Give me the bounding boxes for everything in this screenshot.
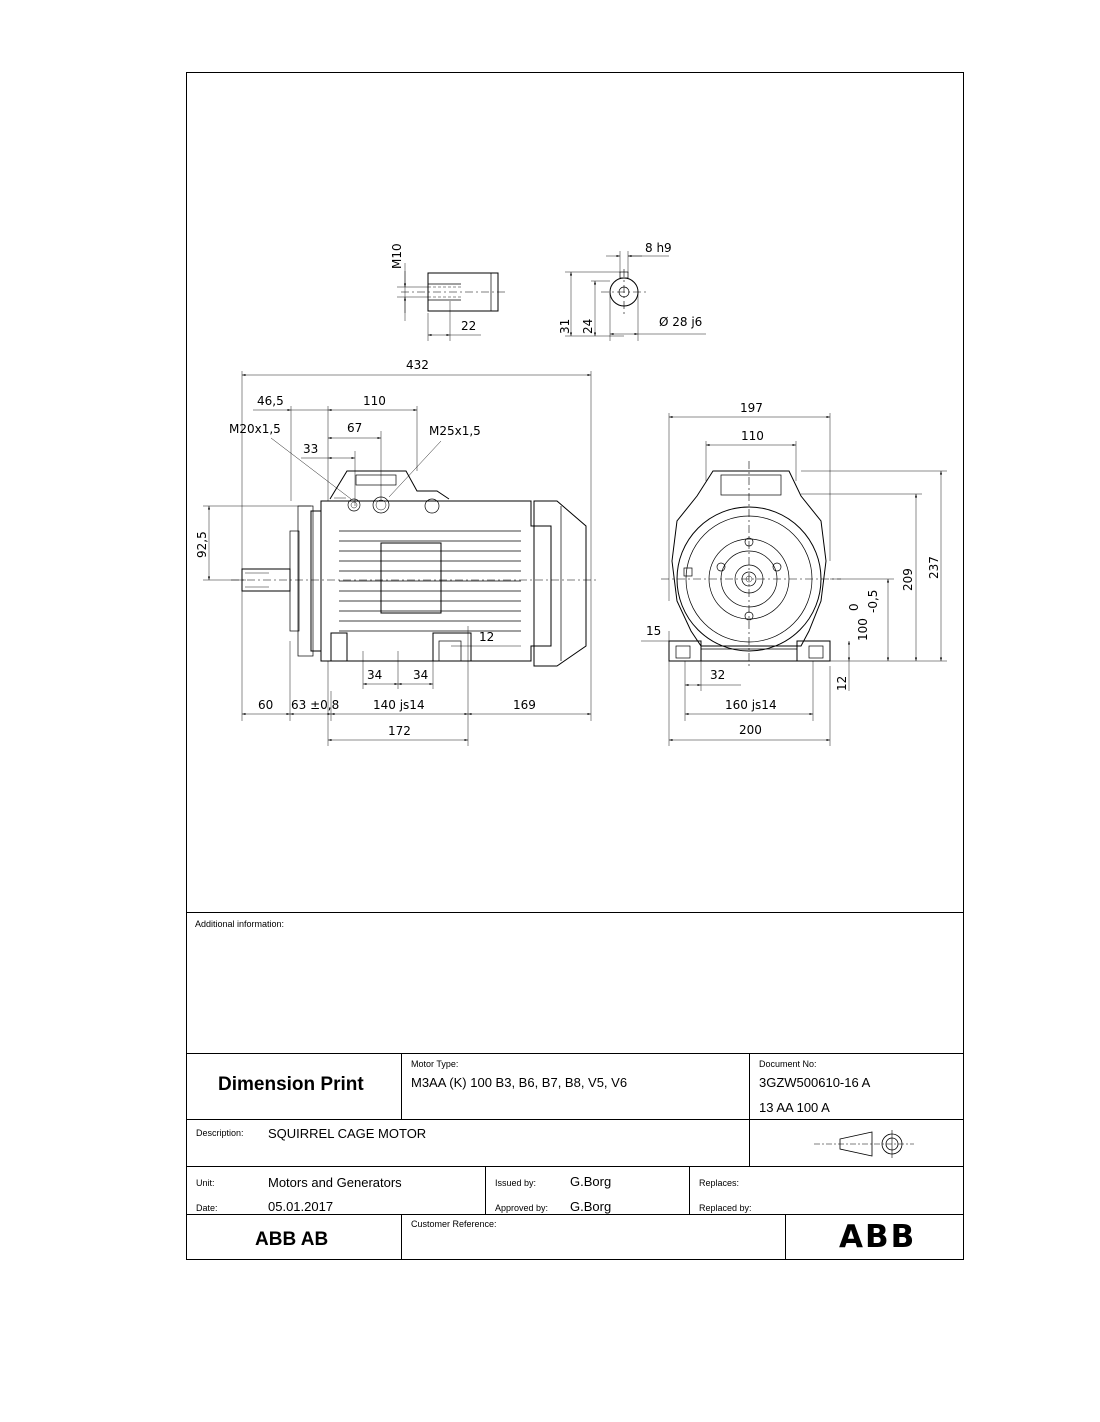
dim-46-5: 46,5 <box>257 394 284 408</box>
dim-24: 24 <box>581 319 595 334</box>
dim-34-left: 34 <box>367 668 382 682</box>
dim-34-right: 34 <box>413 668 428 682</box>
replaces-cell: Replaces: Replaced by: <box>690 1166 963 1214</box>
motor-front-view <box>641 413 947 746</box>
customer-reference-label: Customer Reference: <box>411 1219 497 1229</box>
dim-209: 209 <box>901 568 915 591</box>
unit-label: Unit: <box>196 1178 215 1188</box>
dim-31: 31 <box>558 319 572 334</box>
company-cell: ABB AB <box>187 1214 402 1259</box>
additional-info-label: Additional information: <box>195 919 285 929</box>
motor-type-value: M3AA (K) 100 B3, B6, B7, B8, V5, V6 <box>411 1075 628 1090</box>
shaft-end-side-detail <box>397 263 506 341</box>
dim-0: 0 <box>847 603 861 611</box>
issued-by-value: G.Borg <box>570 1174 612 1189</box>
motor-type-cell: Motor Type: M3AA (K) 100 B3, B6, B7, B8,… <box>402 1053 750 1119</box>
unit-value: Motors and Generators <box>268 1175 402 1190</box>
motor-side-view <box>203 371 596 746</box>
dim-8h9: 8 h9 <box>645 241 672 255</box>
dim-60: 60 <box>258 698 273 712</box>
dim-12-front: 12 <box>835 676 849 691</box>
doc-title: Dimension Print <box>218 1074 364 1095</box>
document-no-label: Document No: <box>759 1059 817 1069</box>
dim-110-front: 110 <box>741 429 764 443</box>
dim-100: 100 <box>856 618 870 641</box>
dim-110-side: 110 <box>363 394 386 408</box>
dim-67: 67 <box>347 421 362 435</box>
dim-197: 197 <box>740 401 763 415</box>
technical-drawing: M10 22 8 h9 31 24 Ø 28 j6 <box>195 241 947 746</box>
approved-by-value: G.Borg <box>570 1199 612 1214</box>
document-no-secondary: 13 AA 100 A <box>759 1100 830 1115</box>
approved-by-label: Approved by: <box>495 1203 549 1213</box>
description-label: Description: <box>196 1128 244 1138</box>
thread-m20: M20x1,5 <box>229 422 281 436</box>
dim-12-side: 12 <box>479 630 494 644</box>
description-value: SQUIRREL CAGE MOTOR <box>268 1126 427 1141</box>
unit-date-cell: Unit: Motors and Generators Date: 05.01.… <box>187 1166 486 1214</box>
dim-160: 160 js14 <box>725 698 777 712</box>
doc-title-cell: Dimension Print <box>187 1053 402 1119</box>
replaced-by-label: Replaced by: <box>699 1203 752 1213</box>
date-label: Date: <box>196 1203 218 1213</box>
dim-92-5: 92,5 <box>195 531 209 558</box>
dim-15: 15 <box>646 624 661 638</box>
motor-type-label: Motor Type: <box>411 1059 459 1069</box>
customer-reference-cell: Customer Reference: <box>402 1214 786 1259</box>
dim-22: 22 <box>461 319 476 333</box>
document-no-value: 3GZW500610-16 A <box>759 1075 871 1090</box>
dim-200: 200 <box>739 723 762 737</box>
abb-logo: ABB <box>839 1219 917 1255</box>
company-name: ABB AB <box>255 1229 329 1250</box>
dim-m10: M10 <box>390 243 404 269</box>
dim-28j6: Ø 28 j6 <box>659 315 702 329</box>
dim-32: 32 <box>710 668 725 682</box>
dim-237: 237 <box>927 556 941 579</box>
dim-minus-0-5: -0,5 <box>866 590 880 613</box>
dim-172: 172 <box>388 724 411 738</box>
logo-cell: ABB <box>786 1214 963 1259</box>
shaft-end-front-detail <box>565 251 706 341</box>
replaces-label: Replaces: <box>699 1178 740 1188</box>
dim-169: 169 <box>513 698 536 712</box>
projection-symbol-cell <box>750 1119 963 1166</box>
document-no-cell: Document No: 3GZW500610-16 A 13 AA 100 A <box>750 1053 963 1119</box>
issued-by-label: Issued by: <box>495 1178 537 1188</box>
title-block: Dimension Print Motor Type: M3AA (K) 100… <box>187 1053 963 1259</box>
dim-432: 432 <box>406 358 429 372</box>
dim-33: 33 <box>303 442 318 456</box>
dim-63: 63 ±0,8 <box>291 698 339 712</box>
drawing-sheet: M10 22 8 h9 31 24 Ø 28 j6 <box>186 72 964 1260</box>
thread-m25: M25x1,5 <box>429 424 481 438</box>
additional-info-box: Additional information: <box>187 912 963 1053</box>
description-cell: Description: SQUIRREL CAGE MOTOR <box>187 1119 750 1166</box>
issued-approved-cell: Issued by: G.Borg Approved by: G.Borg <box>486 1166 690 1214</box>
date-value: 05.01.2017 <box>268 1199 334 1214</box>
dim-140: 140 js14 <box>373 698 425 712</box>
projection-symbol-icon <box>814 1130 914 1158</box>
